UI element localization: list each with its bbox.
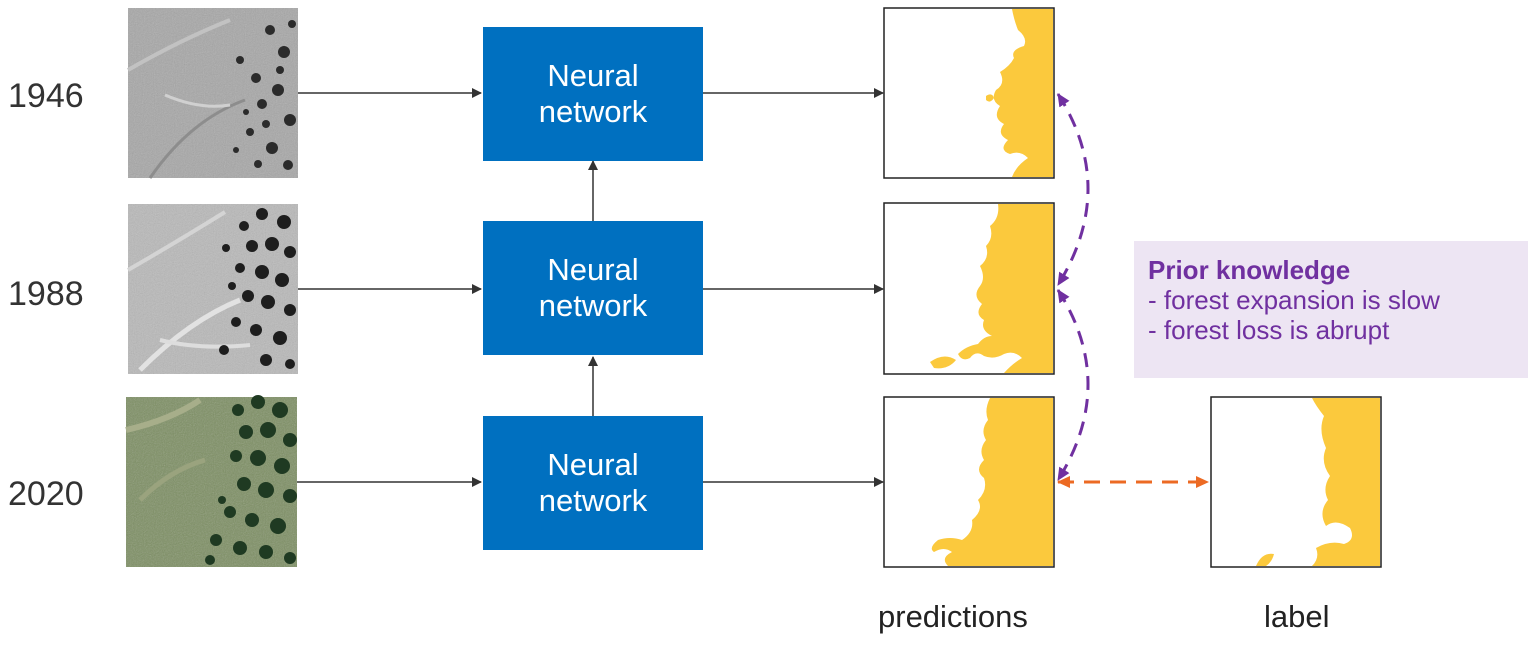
aerial-image-2020 [125, 395, 297, 567]
prior-knowledge-line: - forest loss is abrupt [1148, 315, 1390, 345]
prediction-mask-1988 [883, 202, 1055, 375]
prediction-mask-1946 [883, 7, 1055, 179]
neural-network-label: Neural network [538, 252, 648, 323]
prior-knowledge-box: Prior knowledge - forest expansion is sl… [1134, 241, 1528, 378]
neural-network-label: Neural network [538, 58, 648, 129]
prediction-mask-2020 [883, 396, 1055, 568]
prior-knowledge-title: Prior knowledge [1148, 255, 1351, 285]
aerial-image-1988 [127, 204, 298, 374]
aerial-image-1946 [127, 8, 298, 179]
label-caption: label [1264, 599, 1330, 634]
neural-network-label: Neural network [538, 447, 648, 518]
prior-knowledge-line: - forest expansion is slow [1148, 285, 1440, 315]
year-label-1988: 1988 [8, 275, 84, 313]
neural-network-box-1946: Neural network [483, 27, 703, 161]
temporal-consistency-arrow-1946-1988 [1056, 93, 1090, 286]
neural-network-box-1988: Neural network [483, 221, 703, 355]
predictions-caption: predictions [878, 599, 1028, 634]
label-mask [1210, 396, 1382, 568]
temporal-consistency-arrow-1988-2020 [1056, 289, 1090, 481]
year-label-2020: 2020 [8, 475, 84, 513]
year-label-1946: 1946 [8, 77, 84, 115]
neural-network-box-2020: Neural network [483, 416, 703, 550]
